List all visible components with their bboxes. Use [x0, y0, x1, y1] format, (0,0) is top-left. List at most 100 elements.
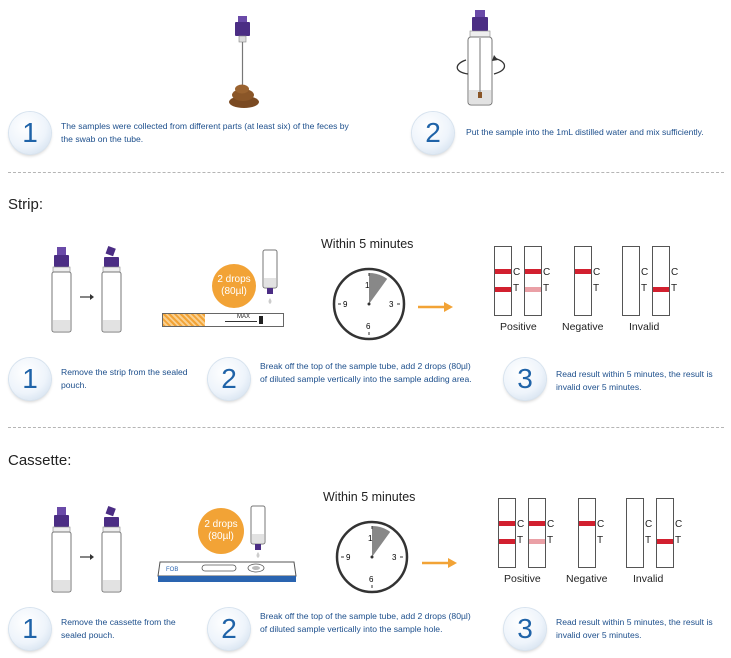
t-label: T: [593, 283, 600, 294]
invalid-label: Invalid: [633, 573, 664, 585]
step-number: 2: [425, 117, 441, 148]
step-number: 2: [221, 363, 237, 394]
tube-mix-illustration: [456, 10, 506, 106]
test-line: [495, 287, 511, 292]
swab-collect-illustration: [229, 16, 259, 108]
result-cassette-invalid-2: [656, 498, 674, 568]
step-number: 1: [22, 363, 38, 394]
result-strip-invalid-1: [622, 246, 640, 316]
clock-number-6: 6: [369, 575, 374, 584]
result-cassette-invalid-1: [626, 498, 644, 568]
step-number: 1: [22, 117, 38, 148]
c-label: C: [593, 267, 601, 278]
step-number: 3: [517, 363, 533, 394]
step-number-badge: 1: [9, 358, 51, 400]
control-line: [525, 269, 541, 274]
drops-count: 2 drops: [217, 274, 251, 285]
positive-label: Positive: [500, 321, 537, 333]
strip-end-block: [259, 316, 263, 324]
strip-within-label: Within 5 minutes: [321, 237, 414, 251]
test-line: [653, 287, 669, 292]
c-label: C: [641, 267, 649, 278]
t-label: T: [517, 535, 524, 546]
arrow-right-icon: [418, 302, 453, 312]
top-step2-text: Put the sample into the 1mL distilled wa…: [466, 127, 704, 137]
test-line: [499, 539, 515, 544]
faint-test-line: [525, 287, 541, 292]
c-label: C: [645, 519, 653, 530]
cassette-label: FOB: [166, 567, 178, 573]
t-label: T: [675, 535, 682, 546]
dropper-illustration: [250, 505, 266, 558]
strip-step2-text: Break off the top of the sample tube, ad…: [260, 361, 472, 384]
dropper-illustration: [262, 249, 278, 304]
cassette-tube-open-illustration: [51, 505, 122, 593]
c-label: C: [671, 267, 679, 278]
drops-bubble: 2 drops (80µl): [198, 508, 244, 554]
strip-step3-text: Read result within 5 minutes, the result…: [556, 369, 713, 392]
cassette-within-label: Within 5 minutes: [323, 490, 416, 504]
cassette-results: C T C T C T C T C T Positive Negative In…: [498, 496, 698, 596]
step-number: 3: [517, 613, 533, 644]
clock-number-9: 9: [343, 300, 348, 309]
t-label: T: [513, 283, 520, 294]
c-label: C: [543, 267, 551, 278]
drops-volume: (80µl): [221, 286, 247, 297]
step-number-badge: 3: [504, 608, 546, 650]
section-divider: [8, 172, 724, 173]
cassette-section-title: Cassette:: [8, 452, 72, 469]
negative-label: Negative: [562, 321, 604, 333]
cassette-step2-text: Break off the top of the sample tube, ad…: [260, 611, 471, 634]
cassette-step3-text: Read result within 5 minutes, the result…: [556, 617, 713, 640]
step-number-badge: 2: [208, 608, 250, 650]
c-label: C: [517, 519, 525, 530]
control-line: [499, 521, 515, 526]
drops-bubble: 2 drops (80µl): [212, 264, 256, 308]
c-label: C: [675, 519, 683, 530]
t-label: T: [645, 535, 652, 546]
drops-count: 2 drops: [204, 519, 238, 530]
step-number: 2: [221, 613, 237, 644]
arrow-right-icon: [422, 558, 457, 568]
step-number-badge: 2: [208, 358, 250, 400]
drops-volume: (80µl): [208, 531, 234, 542]
clock-illustration: 1 3 6 9: [335, 520, 409, 594]
c-label: C: [547, 519, 555, 530]
strip-sample-pad: [163, 314, 205, 326]
control-line: [575, 269, 591, 274]
negative-label: Negative: [566, 573, 608, 585]
step-number-badge: 2: [412, 112, 454, 154]
t-label: T: [547, 535, 554, 546]
clock-number-12: 1: [368, 534, 373, 543]
test-strip: MAX: [162, 313, 284, 327]
t-label: T: [671, 283, 678, 294]
cassette-step1-text: Remove the cassette from the sealed pouc…: [61, 617, 176, 640]
result-cassette-positive-2: [528, 498, 546, 568]
positive-label: Positive: [504, 573, 541, 585]
result-strip-invalid-2: [652, 246, 670, 316]
clock-number-3: 3: [389, 300, 394, 309]
step-number-badge: 3: [504, 358, 546, 400]
section-divider: [8, 427, 724, 428]
clock-number-3: 3: [392, 553, 397, 562]
t-label: T: [597, 535, 604, 546]
result-cassette-positive-1: [498, 498, 516, 568]
clock-number-6: 6: [366, 322, 371, 331]
top-step1-text: The samples were collected from differen…: [61, 121, 349, 144]
step-number-badge: 1: [9, 608, 51, 650]
t-label: T: [641, 283, 648, 294]
clock-number-9: 9: [346, 553, 351, 562]
result-strip-negative: [574, 246, 592, 316]
result-strip-positive-2: [524, 246, 542, 316]
test-cassette: FOB: [157, 561, 297, 582]
strip-max-line: [225, 321, 257, 322]
strip-tube-open-illustration: [51, 245, 122, 333]
faint-test-line: [529, 539, 545, 544]
invalid-label: Invalid: [629, 321, 660, 333]
control-line: [495, 269, 511, 274]
control-line: [529, 521, 545, 526]
t-label: T: [543, 283, 550, 294]
strip-step1-text: Remove the strip from the sealed pouch.: [61, 367, 188, 390]
clock-number-12: 1: [365, 281, 370, 290]
clock-illustration: 1 3 6 9: [332, 267, 406, 341]
